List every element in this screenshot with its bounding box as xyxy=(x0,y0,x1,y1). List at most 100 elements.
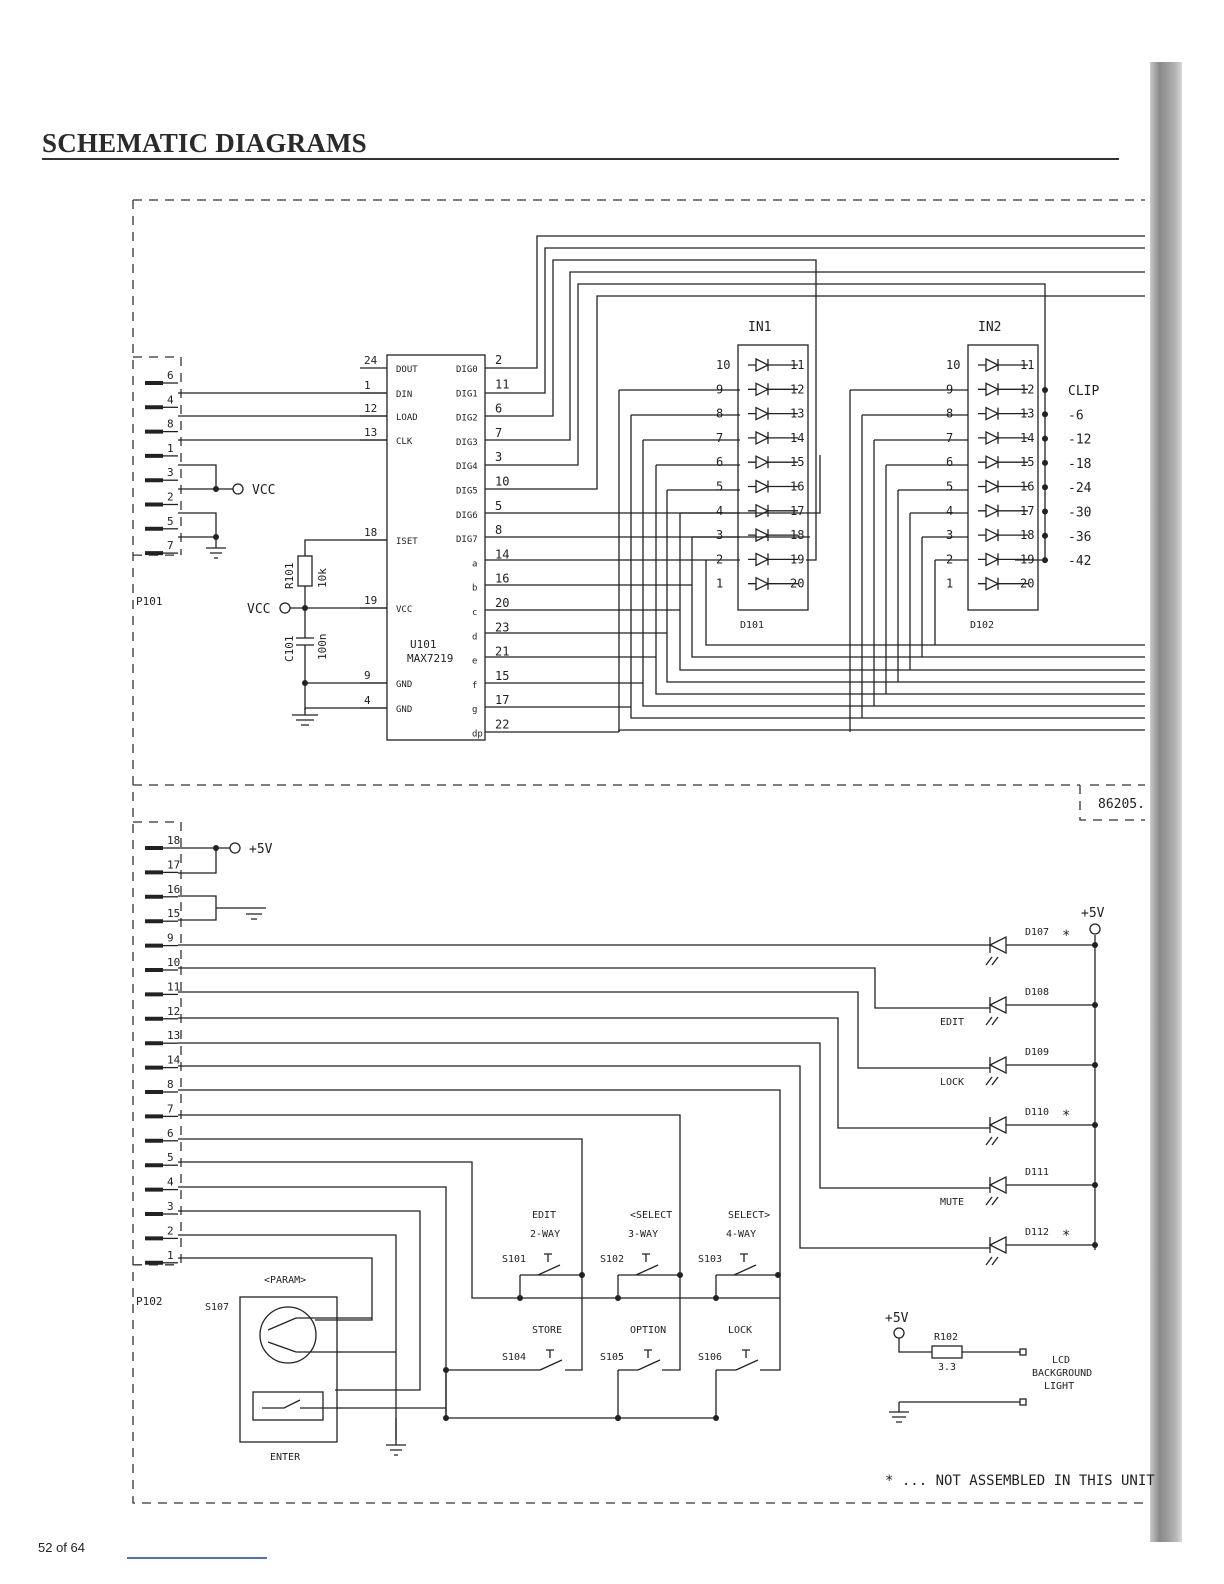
connector-pin-number: 1 xyxy=(167,442,174,455)
board-number: 86205. xyxy=(1098,797,1145,812)
backlight-wiring xyxy=(889,1338,1020,1423)
connector-pin-number: 13 xyxy=(167,1029,180,1042)
ic-pin-name: e xyxy=(472,657,477,667)
pushbutton-contact xyxy=(637,1349,661,1371)
ic-pin-name: DIG5 xyxy=(456,487,478,497)
ic-pin-name: c xyxy=(472,608,477,618)
bargraph-body xyxy=(967,344,1039,611)
board-outline xyxy=(132,199,1145,1504)
pushbutton-contact xyxy=(539,1349,563,1371)
ic-pin-name: VCC xyxy=(396,605,412,615)
switch-label: 2-WAY xyxy=(530,1229,560,1240)
led-segment-diode xyxy=(978,552,1028,567)
backlight-supply-label: +5V xyxy=(885,1311,909,1326)
vcc-strap xyxy=(178,464,233,490)
level-label: -12 xyxy=(1068,433,1091,448)
switch-label: 4-WAY xyxy=(726,1229,756,1240)
bargraph-pin-number: 9 xyxy=(946,382,953,396)
ic-pin-name: DIG7 xyxy=(456,535,478,545)
led-lines xyxy=(178,944,990,1249)
bargraph-ref-d101: D101 xyxy=(740,620,764,631)
bargraph-pin-number: 19 xyxy=(1020,552,1034,566)
bargraph-body xyxy=(737,344,809,611)
ic-ref: U101 xyxy=(410,638,437,651)
connector-pin-number: 3 xyxy=(167,1200,174,1213)
bargraph-pin-number: 1 xyxy=(716,577,723,591)
pushbutton-contact xyxy=(735,1349,759,1371)
bargraph-pin-number: 7 xyxy=(946,431,953,445)
assembly-note: * ... NOT ASSEMBLED IN THIS UNIT xyxy=(885,1473,1155,1489)
bargraph-pin-number: 13 xyxy=(1020,407,1034,421)
level-labels: CLIP-6-12-18-24-30-36-42 xyxy=(1042,384,1099,569)
led-segment-diode xyxy=(748,357,798,373)
switch-label: OPTION xyxy=(630,1325,666,1336)
switch-matrix xyxy=(445,1274,781,1418)
level-label: -18 xyxy=(1068,457,1091,472)
ic-pin-name: ISET xyxy=(396,537,418,547)
switch-label: SELECT> xyxy=(728,1210,770,1221)
led-segment-diode xyxy=(748,406,798,421)
junction xyxy=(443,1415,449,1421)
led-not-assembled-mark: * xyxy=(1062,928,1070,944)
bargraph-pin-number: 11 xyxy=(790,358,804,372)
supply-label: +5V xyxy=(249,842,273,857)
led-segment-diode xyxy=(978,406,1028,421)
bargraph-pin-number: 16 xyxy=(1020,480,1034,494)
bargraph-pin-number: 15 xyxy=(790,455,804,469)
resistor-r102 xyxy=(931,1345,963,1359)
vcc-terminal xyxy=(279,602,291,614)
bargraph-pin-number: 18 xyxy=(790,528,804,542)
bargraph-pin-number: 1 xyxy=(946,577,953,591)
led-segment-diode xyxy=(748,576,798,591)
level-label: -30 xyxy=(1068,506,1091,521)
bargraph-pin-number: 17 xyxy=(1020,504,1034,518)
junction xyxy=(1092,942,1098,948)
junction xyxy=(302,680,308,686)
connector-pin-number: 8 xyxy=(167,418,174,431)
backlight-pad xyxy=(1019,1348,1027,1356)
junction xyxy=(517,1295,523,1301)
ic-pin-name: g xyxy=(472,705,477,715)
junction xyxy=(1092,1122,1098,1128)
encoder-top-label: <PARAM> xyxy=(264,1275,306,1286)
ic-pin-number: 3 xyxy=(495,450,502,464)
ic-pin-number: 15 xyxy=(495,669,509,683)
level-label: -6 xyxy=(1068,408,1084,423)
switch-label: <SELECT xyxy=(630,1210,672,1221)
ic-pin-name: GND xyxy=(396,705,412,715)
ic-pin-number: 13 xyxy=(364,426,377,439)
bargraph-pin-number: 14 xyxy=(1020,431,1034,445)
ic-pin-name: a xyxy=(472,559,477,569)
led-emission-arrows xyxy=(985,956,999,966)
bargraph-pin-number: 19 xyxy=(790,552,804,566)
resistor-r101-value: 10k xyxy=(316,568,329,588)
backlight-label-line2: BACKGROUND xyxy=(1032,1368,1092,1379)
bargraph-pin-number: 10 xyxy=(946,358,960,372)
bargraph-pin-number: 18 xyxy=(1020,528,1034,542)
ic-pin-name: d xyxy=(472,632,477,642)
vcc-decoupling xyxy=(290,607,387,710)
junction xyxy=(443,1367,449,1373)
resistor-r101-ref: R101 xyxy=(283,563,296,590)
junction xyxy=(579,1272,585,1278)
ic-pin-name: b xyxy=(472,584,477,594)
ic-pin-number: 2 xyxy=(495,353,502,367)
bargraph-pin-number: 15 xyxy=(1020,455,1034,469)
bargraph-name-in1: IN1 xyxy=(748,320,771,335)
connector-pin-number: 5 xyxy=(167,515,174,528)
bargraph-pin-number: 3 xyxy=(716,528,723,542)
bargraph-pin-number: 20 xyxy=(1020,577,1034,591)
ic-pin-number: 24 xyxy=(364,354,378,367)
data-bus xyxy=(178,392,387,441)
ic-pin-number: 8 xyxy=(495,523,502,537)
ground-symbol xyxy=(178,512,226,559)
ic-pin-number: 23 xyxy=(495,620,509,634)
connector-pin-number: 6 xyxy=(167,369,174,382)
connector-pin-number: 15 xyxy=(167,907,180,920)
bargraph-pin-number: 6 xyxy=(946,455,953,469)
bargraph-pin-number: 16 xyxy=(790,480,804,494)
switch-ref: S103 xyxy=(698,1254,722,1265)
junction xyxy=(1042,557,1048,564)
